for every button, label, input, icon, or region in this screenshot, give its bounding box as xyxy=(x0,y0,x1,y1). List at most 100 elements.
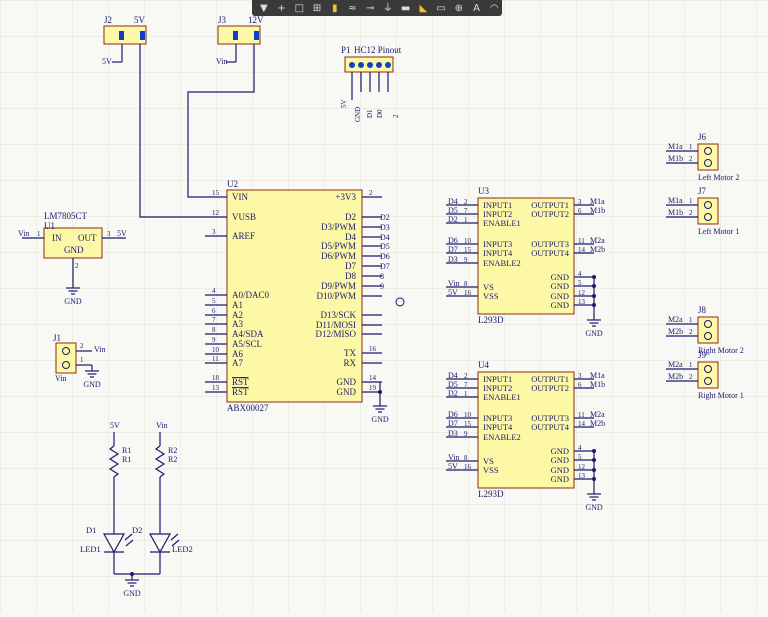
junction-dot xyxy=(592,284,596,288)
net-label-icon[interactable]: ⊸ xyxy=(365,2,375,14)
pin-name: ENABLE1 xyxy=(483,218,521,228)
pin-number: 9 xyxy=(212,336,216,344)
net-label: Vin xyxy=(55,374,67,383)
net-label: Vin xyxy=(94,345,106,354)
ground-label: GND xyxy=(83,380,101,389)
pin-name: RX xyxy=(343,358,356,368)
connector-j9-body[interactable] xyxy=(697,361,719,389)
wire-icon[interactable]: ≈ xyxy=(348,2,357,14)
net-label: M2a xyxy=(668,360,683,369)
net-label: Vin xyxy=(18,229,30,238)
pin-number: 16 xyxy=(369,345,377,353)
j1-body[interactable] xyxy=(55,342,77,374)
net-label: D2 xyxy=(380,213,390,222)
pin-number: 3 xyxy=(212,228,216,236)
designator: J1 xyxy=(53,333,61,343)
tag-icon[interactable]: ◣ xyxy=(419,2,428,14)
wire-vusb xyxy=(139,44,205,218)
pin-name: GND xyxy=(551,300,569,310)
pin-name: GND xyxy=(337,377,357,387)
component-icon[interactable]: ▮ xyxy=(331,2,338,14)
connector-j6-body[interactable] xyxy=(697,143,719,171)
pin-number: 14 xyxy=(578,420,586,428)
pin-number: 1 xyxy=(689,143,693,151)
net-label: Vin xyxy=(156,421,168,430)
pin-name: OUTPUT3 xyxy=(531,413,569,423)
pin-name: GND xyxy=(551,272,569,282)
pin-number: 7 xyxy=(212,316,216,324)
pin-name: GND xyxy=(551,455,569,465)
arc-icon[interactable]: ◠ xyxy=(489,2,499,14)
pin-number: 4 xyxy=(578,270,582,278)
pin-number: 14 xyxy=(578,246,586,254)
pin-number: 10 xyxy=(464,237,472,245)
connector-caption: Left Motor 1 xyxy=(698,227,739,236)
pin-number: 8 xyxy=(464,454,468,462)
net-label: D3 xyxy=(448,255,458,264)
connector-j8-body[interactable] xyxy=(697,316,719,344)
pin-name: A3 xyxy=(232,319,243,329)
pin-name: D8 xyxy=(345,271,356,281)
junction-dot xyxy=(592,468,596,472)
select-rect-icon[interactable]: □ xyxy=(294,2,305,14)
net-label: D2 xyxy=(448,215,458,224)
pin-name: D13/SCK xyxy=(320,310,356,320)
pin-number: 18 xyxy=(212,374,220,382)
connector-j3-body[interactable] xyxy=(217,25,261,45)
pin-name: ENABLE2 xyxy=(483,432,521,442)
bus-icon[interactable]: ▬ xyxy=(400,2,411,14)
component-value: 5V xyxy=(134,15,146,25)
probe-icon[interactable]: ⊕ xyxy=(454,2,463,14)
component-value: LM7805CT xyxy=(44,211,88,221)
pin-pad xyxy=(233,31,238,40)
power-port-icon[interactable]: ⏚ xyxy=(382,2,393,14)
filter-icon[interactable]: ▼ xyxy=(260,2,268,14)
pin-number: 5 xyxy=(578,453,582,461)
ground-label: GND xyxy=(585,503,603,512)
pin-name: INPUT3 xyxy=(483,239,512,249)
led-ground: GND xyxy=(114,572,160,598)
pin-name: A5/SCL xyxy=(232,339,262,349)
align-icon[interactable]: ⊞ xyxy=(312,2,322,14)
crosshair-icon[interactable]: + xyxy=(277,2,286,14)
motor-driver-u4-body[interactable] xyxy=(477,371,575,489)
pin-name: OUTPUT1 xyxy=(531,374,569,384)
designator: R2 xyxy=(168,446,177,455)
net-label: 8 xyxy=(380,272,384,281)
pin-number: 13 xyxy=(578,472,586,480)
pin-name: GND xyxy=(551,446,569,456)
u1-body[interactable] xyxy=(43,227,103,259)
net-label: M1b xyxy=(590,380,605,389)
text-icon[interactable]: A xyxy=(473,2,480,14)
component-value: L293D xyxy=(478,489,504,499)
connector-j2-body[interactable] xyxy=(103,25,147,45)
pin-name: A7 xyxy=(232,358,243,368)
u2-body[interactable] xyxy=(226,189,363,403)
motor-driver-u3-body[interactable] xyxy=(477,197,575,315)
pin-name: A1 xyxy=(232,300,243,310)
pin-name: OUT xyxy=(78,233,97,243)
pin-name: AREF xyxy=(232,231,255,241)
pin-name: VSS xyxy=(483,291,499,301)
connector-j7-body[interactable] xyxy=(697,197,719,225)
pin-pad xyxy=(358,62,364,68)
pin-name: INPUT4 xyxy=(483,422,513,432)
harness-icon[interactable]: ▭ xyxy=(436,2,446,14)
pin-number: 1 xyxy=(689,361,693,369)
